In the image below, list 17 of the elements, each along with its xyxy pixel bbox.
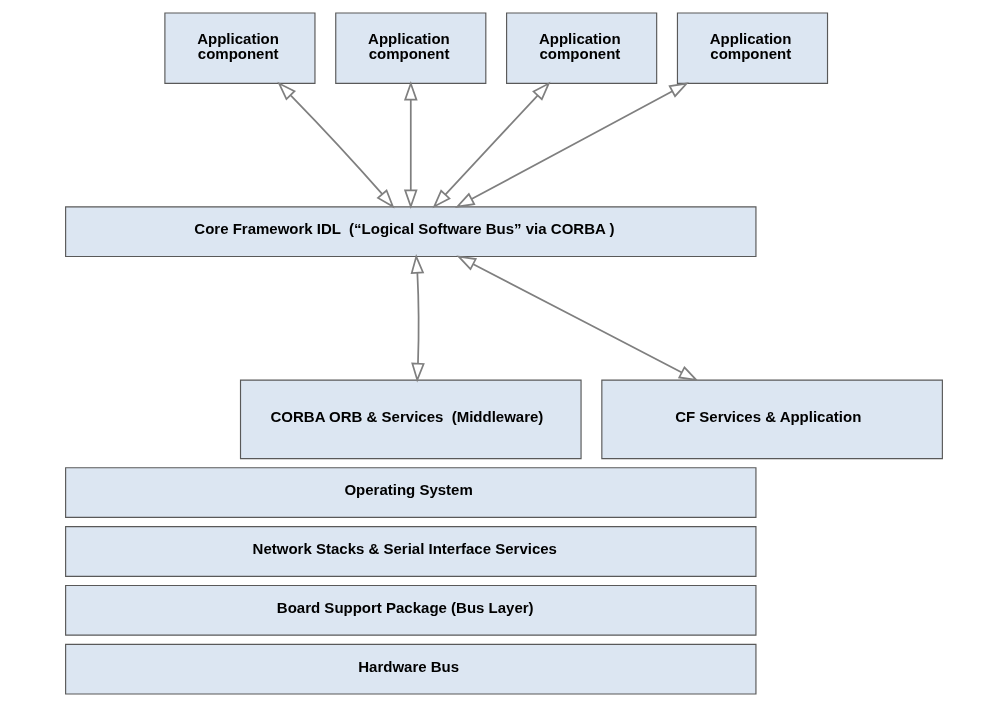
node-box: Application component bbox=[505, 12, 657, 84]
node-box: CF Services & Application bbox=[600, 379, 943, 460]
arrow bbox=[432, 81, 550, 209]
node-box: Hardware Bus bbox=[64, 643, 757, 695]
node-box: Application component bbox=[676, 12, 828, 84]
arrow bbox=[403, 80, 418, 210]
node-box: Operating System bbox=[64, 467, 757, 518]
node-box: Network Stacks & Serial Interface Services bbox=[64, 526, 757, 577]
arrow bbox=[454, 82, 689, 208]
node-box: Application component bbox=[334, 12, 486, 84]
node-box: Core Framework IDL (“Logical Software Bus” via CORBA ) bbox=[64, 206, 757, 258]
arrow bbox=[455, 255, 698, 382]
arrow bbox=[410, 254, 425, 383]
node-box: CORBA ORB & Services (Middleware) bbox=[239, 379, 582, 460]
arrow bbox=[276, 81, 395, 209]
node-box: Application component bbox=[163, 12, 316, 84]
node-box: Board Support Package (Bus Layer) bbox=[64, 584, 757, 636]
